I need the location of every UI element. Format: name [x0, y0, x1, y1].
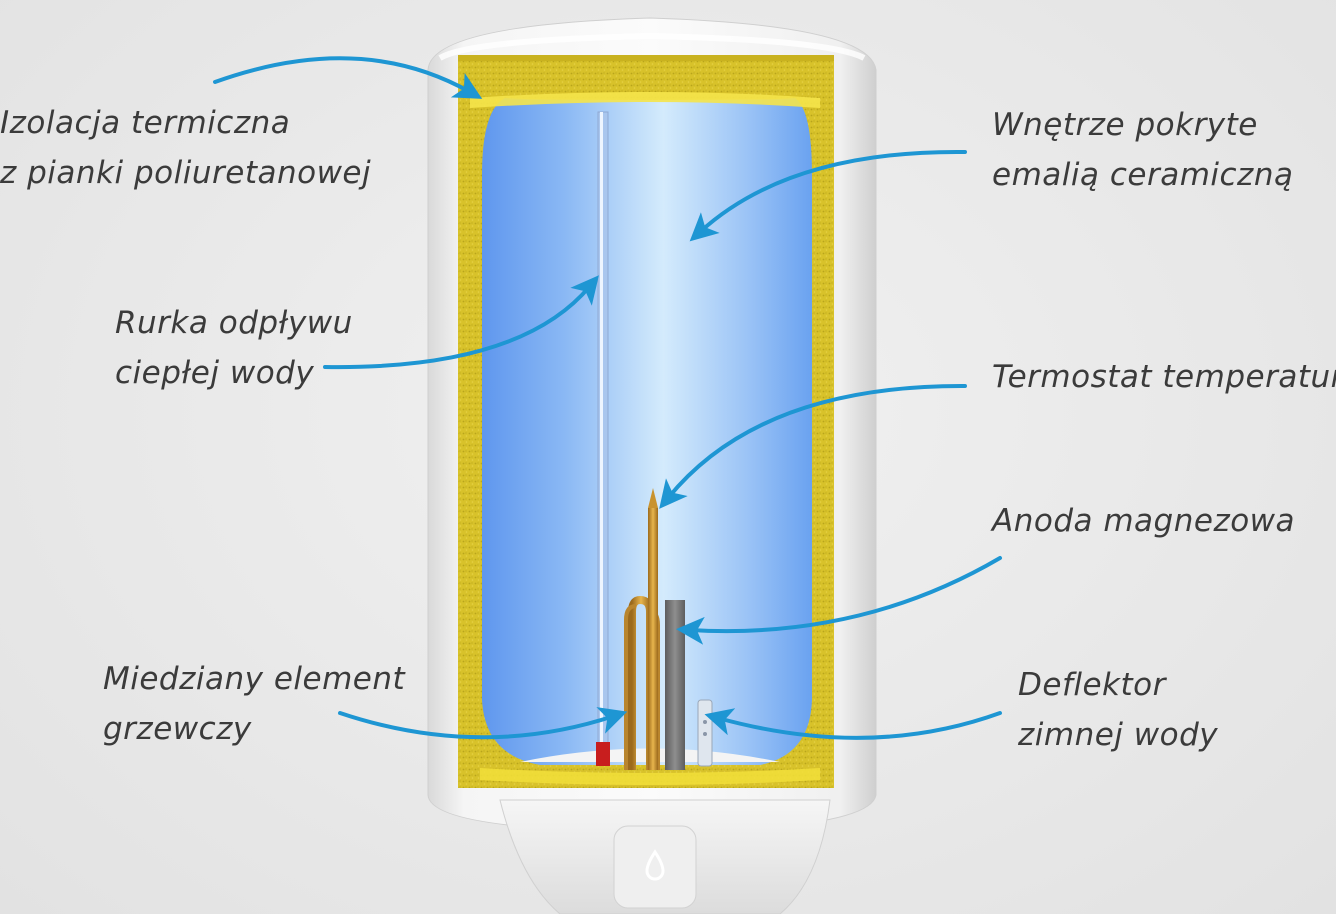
- label-insulation: Izolacja termiczna z pianki poliuretanow…: [0, 105, 372, 191]
- front-panel: [613, 825, 697, 909]
- arrow-heating-element: [338, 707, 628, 740]
- arrow-deflector: [704, 708, 1002, 740]
- inner-tank: [470, 92, 820, 785]
- arrow-enamel: [689, 149, 967, 242]
- label-heating-element: Miedziany element grzewczy: [103, 661, 406, 747]
- magnesium-anode: [665, 600, 685, 770]
- thermostat-probe: [648, 488, 658, 770]
- label-enamel: Wnętrze pokryte emalią ceramiczną: [992, 107, 1294, 193]
- label-outlet-pipe: Rurka odpływu ciepłej wody: [115, 305, 353, 391]
- callout-arrows: [213, 56, 1002, 740]
- arrow-anode: [676, 556, 1002, 645]
- label-thermostat: Termostat temperatury: [992, 359, 1336, 395]
- arrow-insulation: [213, 56, 483, 99]
- label-anode: Anoda magnezowa: [992, 503, 1296, 539]
- hot-water-outlet-pipe: [596, 111, 610, 766]
- label-deflector: Deflektor zimnej wody: [1018, 667, 1219, 753]
- bottom-cover: [499, 799, 831, 914]
- arrow-outlet-pipe: [323, 275, 599, 370]
- water-drop-icon: [645, 849, 665, 881]
- cold-water-deflector: [697, 699, 713, 767]
- arrow-thermostat: [659, 383, 967, 509]
